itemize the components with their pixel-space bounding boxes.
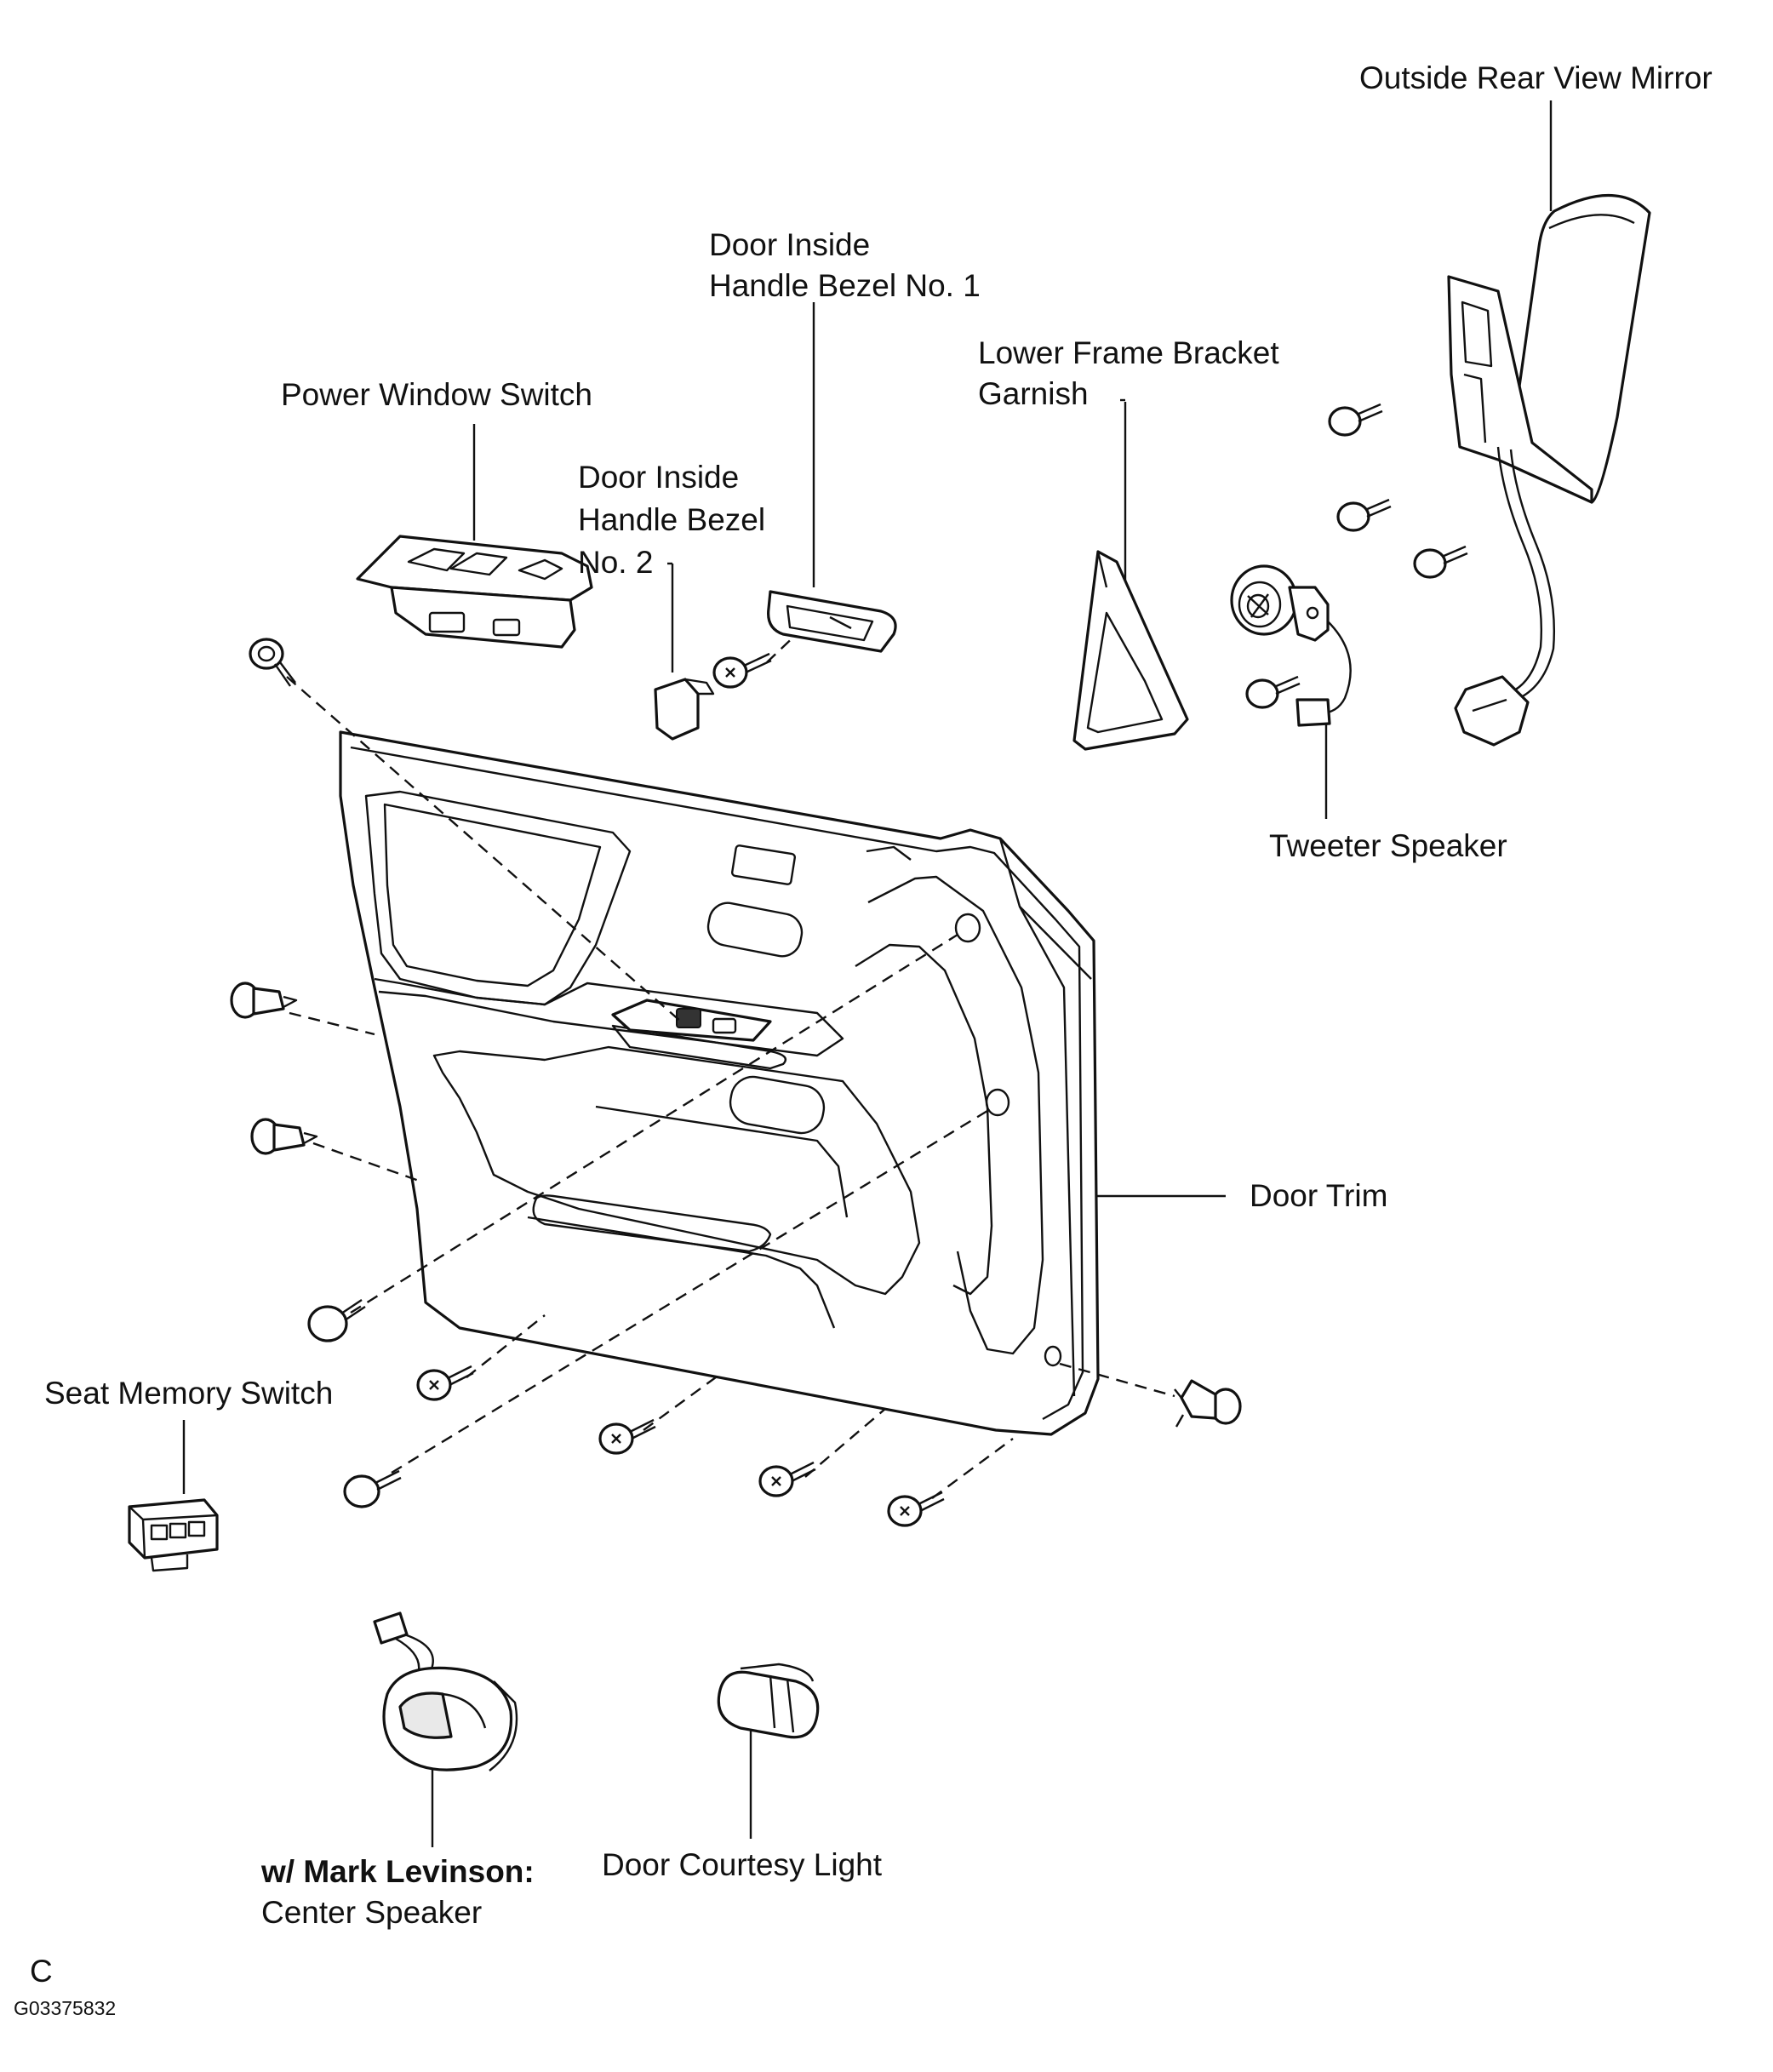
courtesy-light-part <box>717 1663 820 1739</box>
label-tweeter-speaker: Tweeter Speaker <box>1269 828 1507 863</box>
label-power-window-switch: Power Window Switch <box>281 377 593 412</box>
label-seat-memory-switch: Seat Memory Switch <box>44 1376 334 1411</box>
label-door-trim: Door Trim <box>1250 1178 1388 1213</box>
label-bezel-no2-line2: Handle Bezel <box>578 502 766 537</box>
label-mark-levinson: w/ Mark Levinson: <box>261 1852 535 1892</box>
frame-garnish-part <box>1072 550 1189 751</box>
handle-bezel-no2-part <box>654 678 715 741</box>
figure-code: G03375832 <box>14 1997 117 2019</box>
label-frame-garnish-line1: Lower Frame Bracket <box>978 335 1279 370</box>
label-bezel-no2-line3: No. 2 <box>578 545 654 580</box>
label-center-speaker: Center Speaker <box>261 1895 483 1930</box>
center-speaker-part <box>373 1611 518 1772</box>
handle-bezel-no1-part <box>767 590 897 653</box>
label-frame-garnish-line2: Garnish <box>978 376 1089 411</box>
label-bezel-no2-line1: Door Inside <box>578 460 740 495</box>
outside-mirror-part <box>1447 193 1651 747</box>
label-bezel-no1-line2: Handle Bezel No. 1 <box>709 268 981 303</box>
seat-memory-switch-part <box>128 1498 219 1572</box>
footer-letter: C <box>30 1954 53 1989</box>
label-outside-rear-view-mirror: Outside Rear View Mirror <box>1359 60 1713 95</box>
label-door-courtesy-light: Door Courtesy Light <box>602 1847 883 1882</box>
assembly-dashed-lines <box>286 614 1175 1499</box>
power-window-switch-part <box>356 535 593 649</box>
fasteners <box>230 403 1468 1527</box>
label-bezel-no1-line1: Door Inside <box>709 227 871 262</box>
tweeter-speaker-part <box>1230 564 1352 727</box>
label-mark-levinson-prefix: w/ Mark Levinson: <box>261 1854 535 1889</box>
